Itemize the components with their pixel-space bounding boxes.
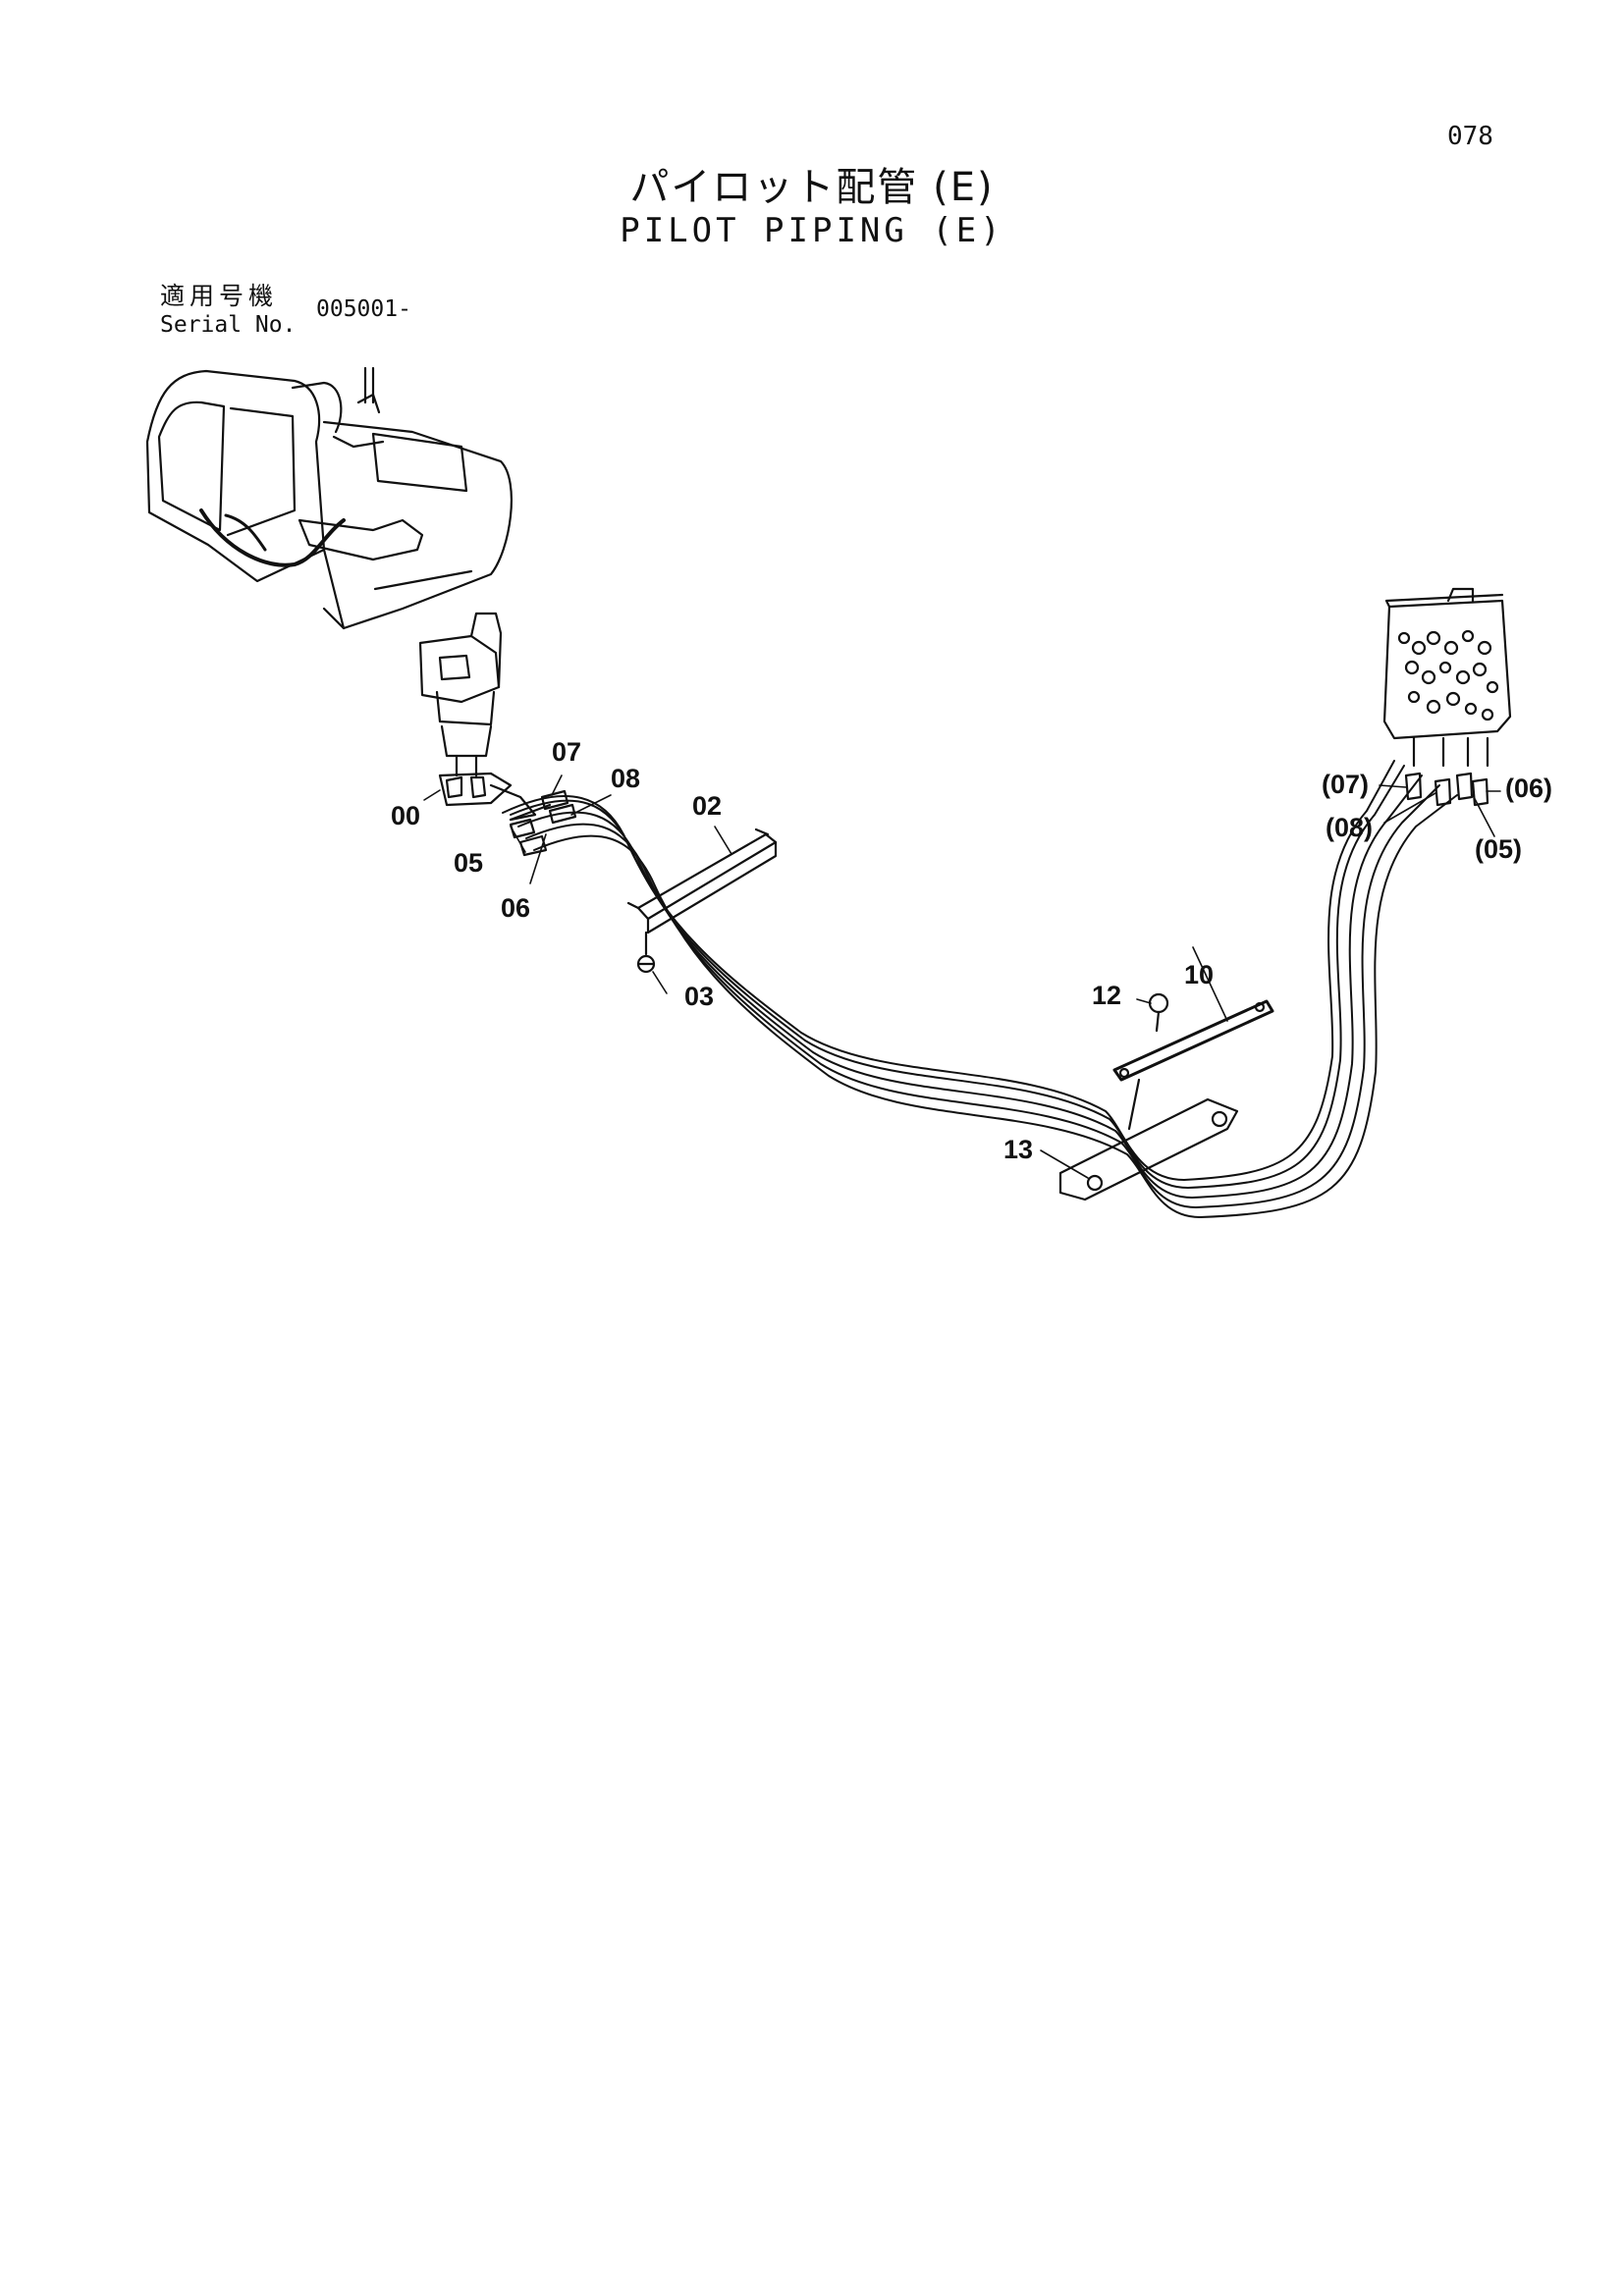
callout-12: 12 (1092, 981, 1122, 1010)
callout-07: 07 (552, 737, 582, 767)
excavator-illustration (145, 366, 513, 630)
page-title-japanese: パイロット配管 (E) (629, 165, 995, 210)
callout-05-ref: (05) (1475, 834, 1523, 864)
serial-number-value: 005001- (316, 296, 411, 322)
bolt-03 (636, 931, 656, 974)
page-title: PILOT PIPING (E) (620, 211, 1004, 250)
page-number: 078 (1447, 122, 1493, 151)
callout-10: 10 (1184, 960, 1215, 989)
bracket-13 (1058, 1097, 1239, 1201)
valve-fittings (438, 772, 552, 822)
callout-00: 00 (391, 801, 421, 830)
callout-06-ref: (06) (1505, 774, 1553, 803)
pilot-valve (418, 612, 503, 777)
clamp-10 (1112, 999, 1274, 1082)
callout-03: 03 (684, 982, 715, 1011)
callout-05: 05 (454, 848, 484, 878)
callout-13: 13 (1003, 1135, 1034, 1164)
callout-08-ref: (08) (1326, 813, 1374, 842)
callout-02: 02 (692, 791, 723, 821)
serial-label-japanese: 適用号機 (160, 282, 279, 310)
control-valve (1382, 587, 1512, 768)
callout-leader-lines (423, 774, 1501, 1179)
serial-label: Serial No. (160, 312, 297, 338)
left-hose-fittings (509, 789, 577, 857)
pilot-hose-bundle (502, 760, 1458, 1218)
callout-08: 08 (611, 764, 641, 793)
bracket-02 (626, 828, 778, 934)
callout-06: 06 (501, 893, 531, 923)
callout-07-ref: (07) (1322, 770, 1370, 799)
